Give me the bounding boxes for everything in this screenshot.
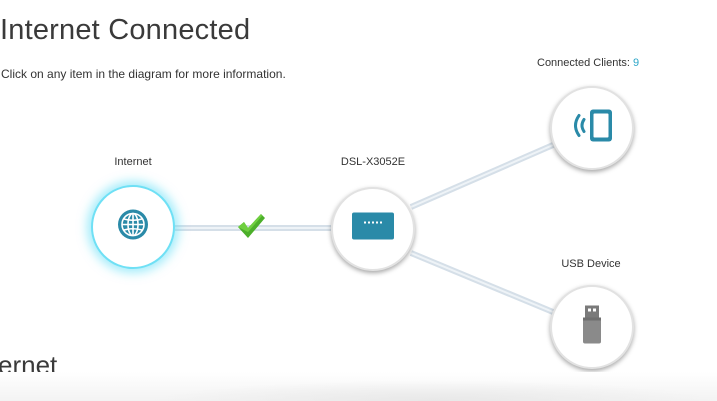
check-icon <box>236 212 266 245</box>
connected-clients-count: 9 <box>633 57 640 69</box>
wireless-tablet-icon <box>569 108 615 149</box>
diagram-hint: Click on any item in the diagram for mor… <box>1 67 286 81</box>
internet-label: Internet <box>114 156 152 168</box>
connected-clients-text: Connected Clients: <box>537 57 630 69</box>
usb-drive-icon <box>581 305 603 350</box>
globe-icon <box>116 208 150 247</box>
connected-clients-label: Connected Clients: 9 <box>537 57 639 69</box>
panel-shadow <box>150 380 717 401</box>
usb-device-label: USB Device <box>561 258 621 270</box>
router-icon <box>351 212 395 247</box>
router-clients-connector-highlight <box>410 144 554 208</box>
router-label: DSL-X3052E <box>340 156 406 168</box>
connected-clients-node[interactable] <box>550 86 634 170</box>
internet-node[interactable] <box>91 185 175 269</box>
router-node[interactable] <box>331 187 415 271</box>
usb-device-node[interactable] <box>550 285 634 369</box>
page-title: Internet Connected <box>0 14 251 46</box>
router-usb-connector-highlight <box>410 252 554 313</box>
